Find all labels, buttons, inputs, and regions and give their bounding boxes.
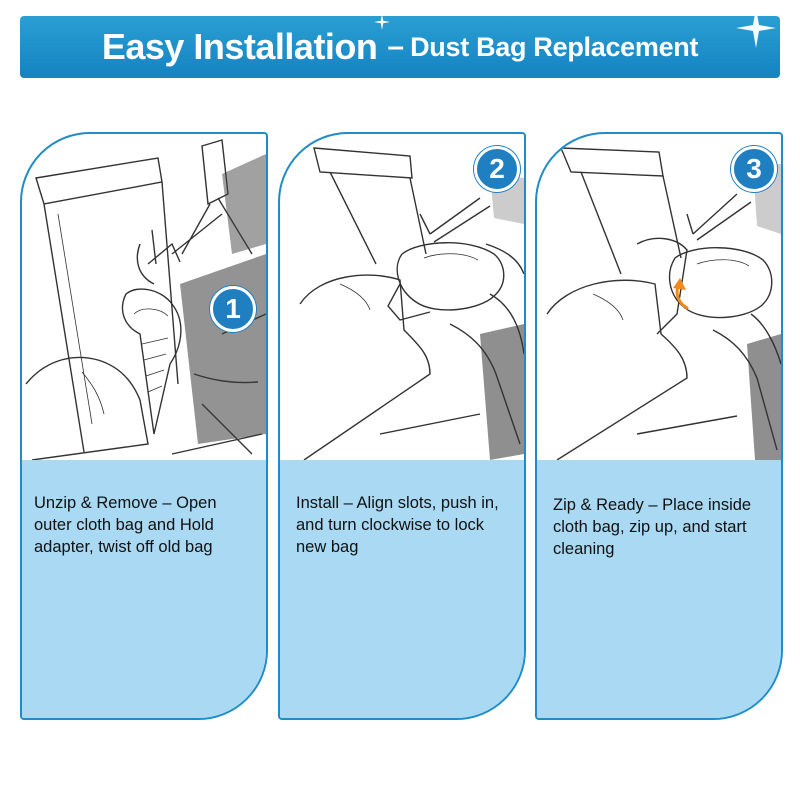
title-dash: – xyxy=(387,30,405,63)
page-subtitle: Dust Bag Replacement xyxy=(410,31,699,62)
step-number: 3 xyxy=(746,153,762,184)
rotate-arrow-icon xyxy=(673,278,689,310)
step-number: 1 xyxy=(225,293,241,324)
step-number: 2 xyxy=(489,153,505,184)
page-title: Easy Installation xyxy=(101,26,378,67)
step-description-area: Install – Align slots, push in, and turn… xyxy=(280,460,524,718)
step-description: Install – Align slots, push in, and turn… xyxy=(296,494,499,556)
step-description-area: Unzip & Remove – Open outer cloth bag an… xyxy=(22,460,266,718)
step-number-badge: 2 xyxy=(474,146,520,192)
step-description-area: Zip & Ready – Place inside cloth bag, zi… xyxy=(537,460,781,718)
step-panel-3: 3 Zip & Ready – Place inside cloth bag, … xyxy=(535,132,783,720)
step-number-badge: 3 xyxy=(731,146,777,192)
step-panel-1: 1 Unzip & Remove – Open outer cloth bag … xyxy=(20,132,268,720)
step-description: Unzip & Remove – Open outer cloth bag an… xyxy=(34,494,217,556)
step-panel-2: 2 Install – Align slots, push in, and tu… xyxy=(278,132,526,720)
sparkle-icon xyxy=(374,14,390,30)
title-banner: Easy Installation – Dust Bag Replacement xyxy=(20,16,780,78)
step-description: Zip & Ready – Place inside cloth bag, zi… xyxy=(553,496,752,558)
step-number-badge: 1 xyxy=(210,286,256,332)
sparkle-icon xyxy=(736,8,776,48)
